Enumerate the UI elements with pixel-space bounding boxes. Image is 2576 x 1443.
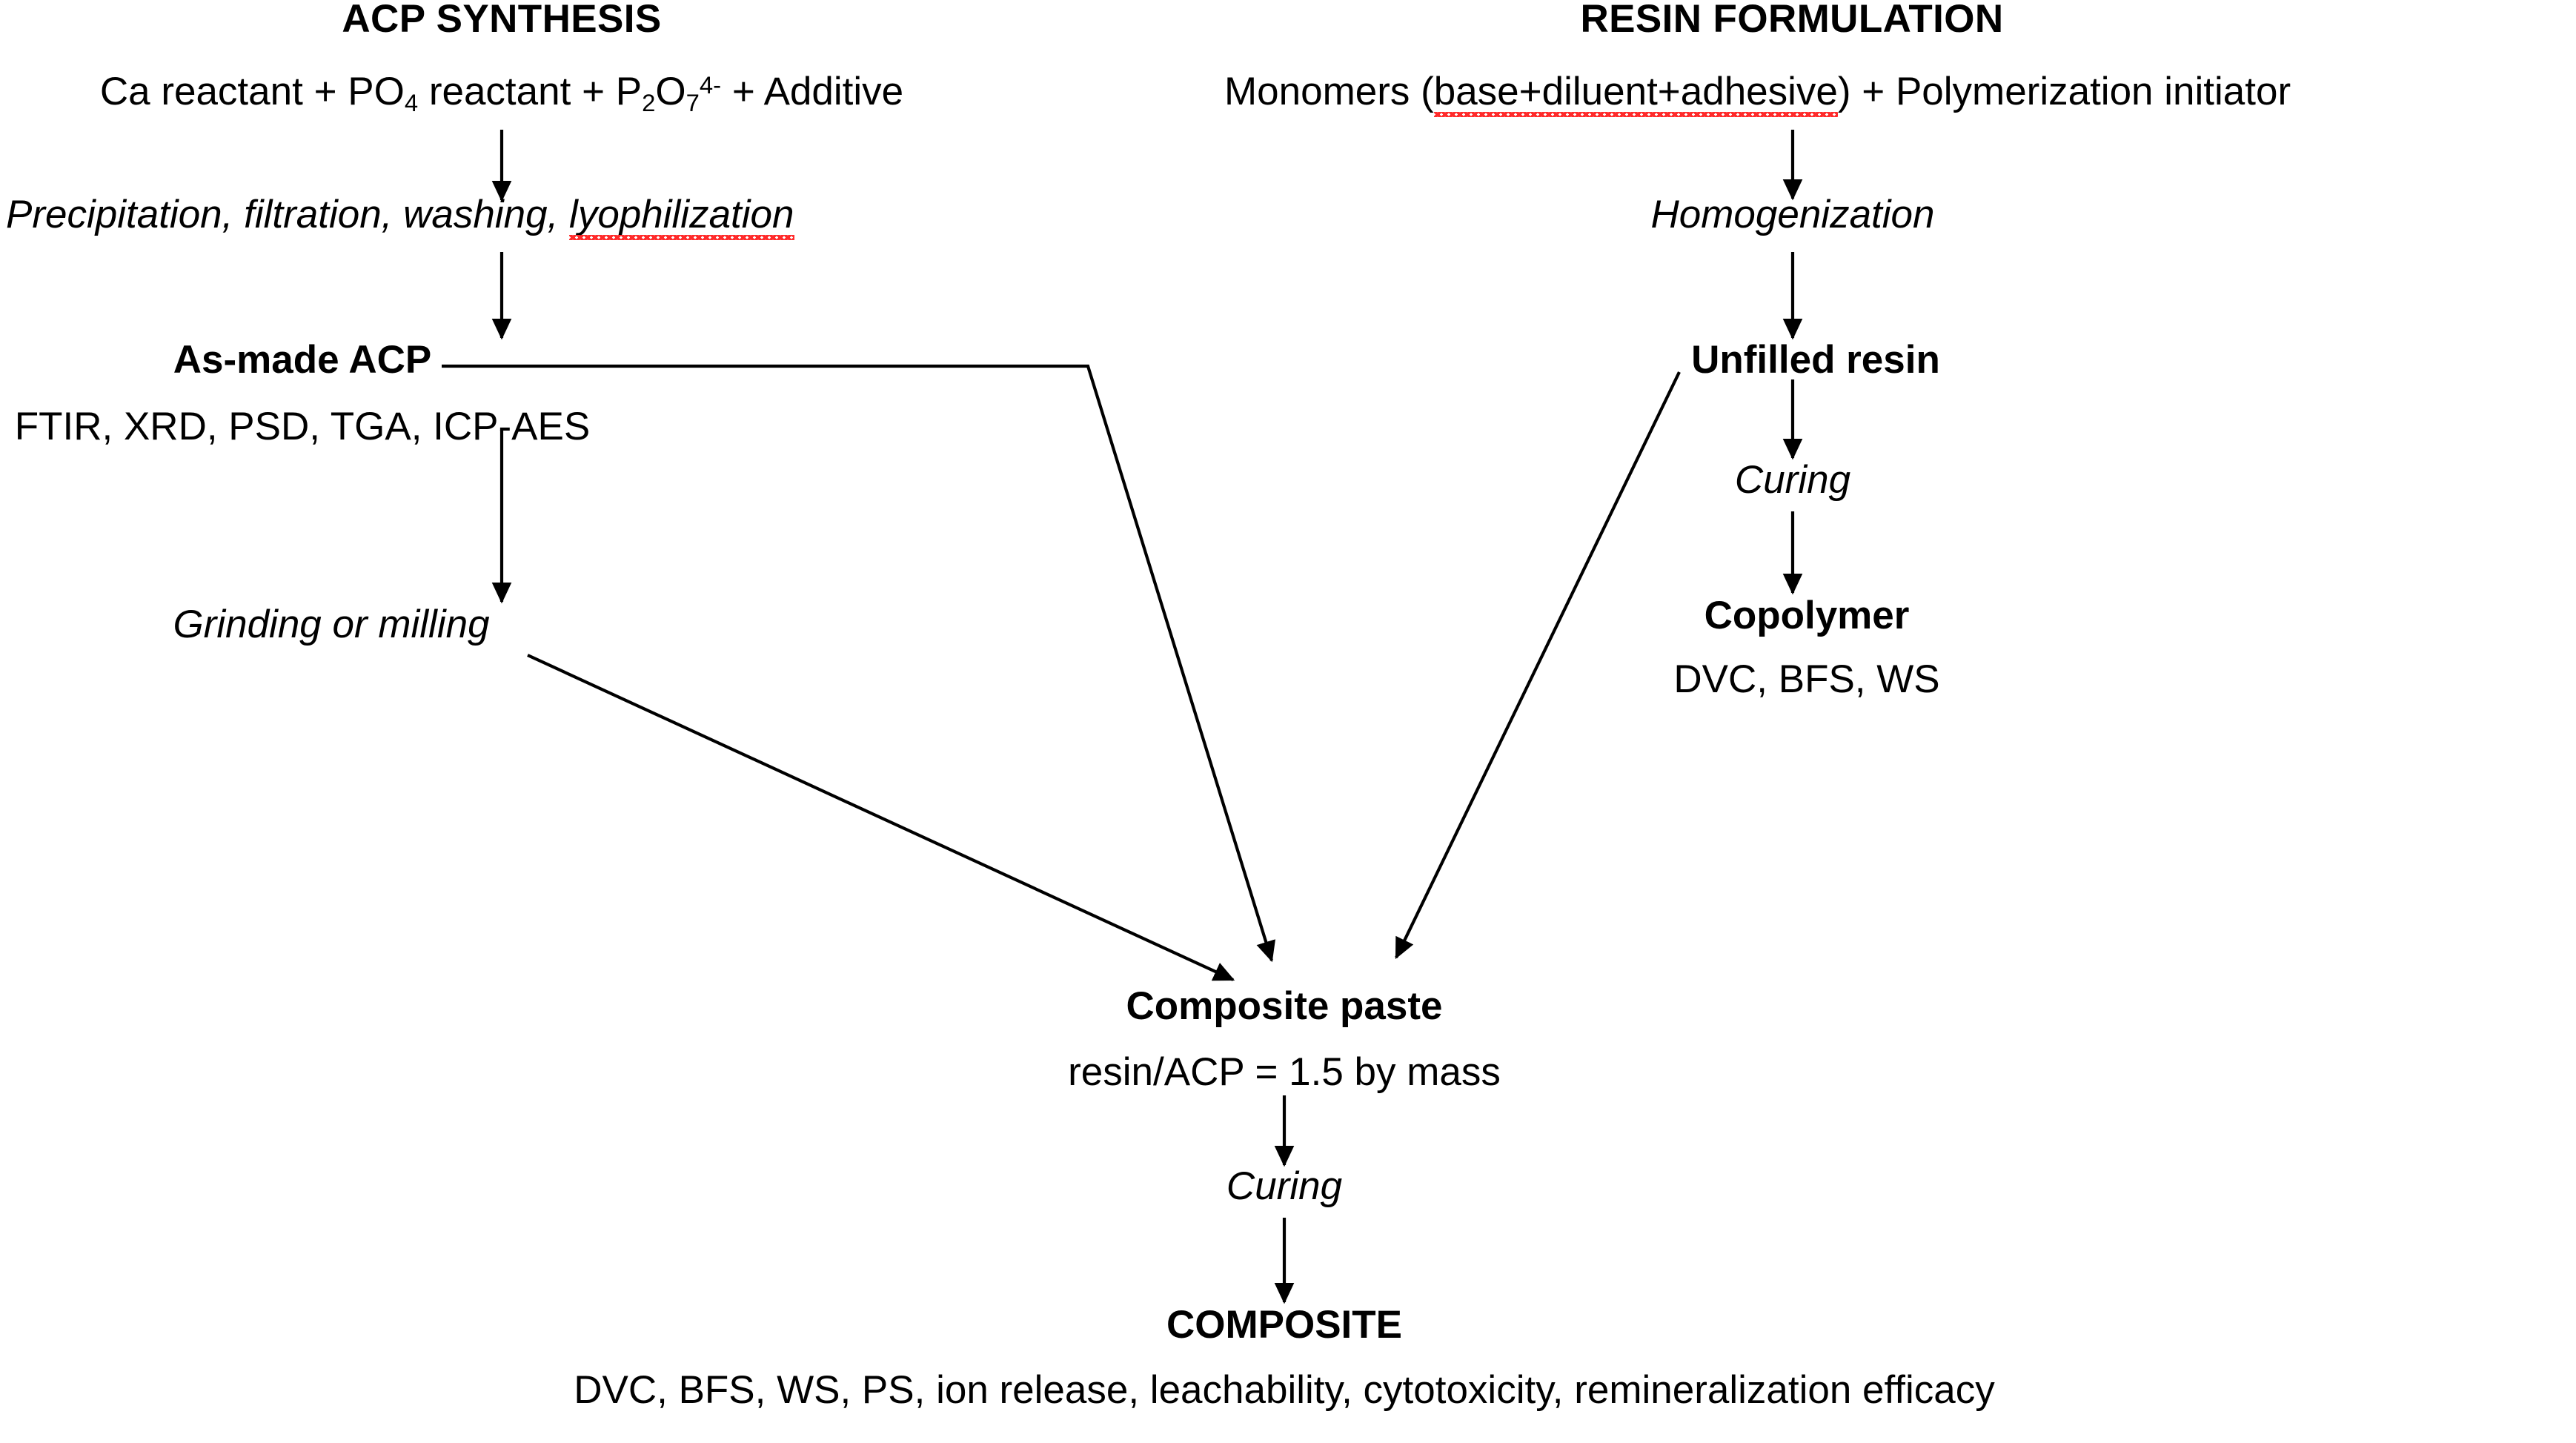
resin-formulation-heading: RESIN FORMULATION: [1580, 0, 2004, 41]
acp-step-precipitation: Precipitation, filtration, washing, lyop…: [6, 193, 794, 241]
connector-grinding-to-composite-paste: [527, 654, 1235, 981]
resin-inputs-suffix: ) + Polymerization initiator: [1837, 70, 2291, 113]
unfilled-resin-node: Unfilled resin: [1691, 338, 1940, 382]
connector-asmade-acp-to-composite-paste: [442, 364, 1276, 963]
acp-step-precipitation-text: Precipitation, filtration, washing,: [6, 193, 570, 236]
connector-unfilled-resin-to-composite-paste: [1395, 371, 1681, 960]
acp-inputs-prefix: Ca reactant + PO: [99, 70, 405, 113]
composite-node: COMPOSITE: [1166, 1303, 1403, 1347]
acp-inputs-mid: reactant + P: [418, 70, 643, 113]
asmade-acp-node: As-made ACP: [173, 338, 432, 382]
resin-formulation-inputs: Monomers (base+diluent+adhesive) + Polym…: [1224, 70, 2291, 118]
composite-paste-detail: resin/ACP = 1.5 by mass: [1068, 1050, 1501, 1094]
composite-step-curing: Curing: [1226, 1164, 1343, 1208]
acp-inputs-sub-2: 2: [642, 89, 656, 117]
acp-inputs-sub-7: 7: [686, 89, 700, 117]
resin-inputs-prefix: Monomers (: [1224, 70, 1434, 113]
acp-step-lyophilization-misspelled: lyophilization: [569, 193, 794, 241]
acp-inputs-oxygen: O: [655, 70, 686, 113]
acp-inputs-charge: 4-: [699, 70, 722, 99]
acp-inputs-suffix: + Additive: [721, 70, 904, 113]
resin-inputs-misspelled: base+diluent+adhesive: [1433, 70, 1839, 118]
composite-paste-node: Composite paste: [1126, 984, 1443, 1028]
acp-synthesis-inputs: Ca reactant + PO4 reactant + P2O74- + Ad…: [99, 70, 904, 117]
acp-synthesis-heading: ACP SYNTHESIS: [342, 0, 662, 41]
resin-step-homogenization: Homogenization: [1650, 193, 1935, 236]
acp-inputs-sub-4: 4: [404, 89, 419, 117]
resin-step-curing: Curing: [1734, 458, 1851, 502]
asmade-acp-methods: FTIR, XRD, PSD, TGA, ICP-AES: [14, 405, 591, 448]
copolymer-methods: DVC, BFS, WS: [1673, 657, 1940, 701]
acp-step-grinding: Grinding or milling: [173, 603, 490, 646]
copolymer-node: Copolymer: [1704, 594, 1910, 637]
composite-methods: DVC, BFS, WS, PS, ion release, leachabil…: [574, 1368, 1995, 1412]
